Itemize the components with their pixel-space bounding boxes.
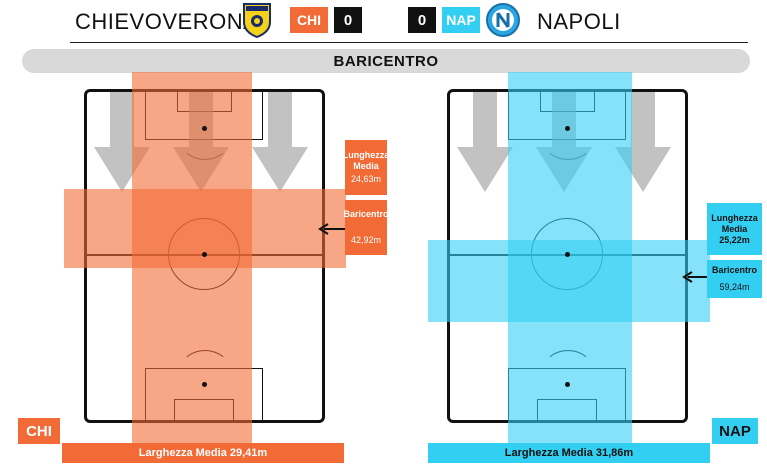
home-center-spot — [202, 252, 207, 257]
home-baricentro-value: 42,92m — [350, 234, 382, 245]
napoli-crest-icon — [485, 2, 521, 38]
home-length-label: Lunghezza Media — [342, 150, 390, 171]
home-baricentro-label: Baricentro — [343, 209, 389, 220]
section-title: BARICENTRO — [22, 49, 750, 73]
header-divider — [70, 42, 748, 43]
away-center-spot — [565, 252, 570, 257]
away-bottom-spot — [565, 382, 570, 387]
home-width-label: Larghezza Media 29,41m — [62, 443, 344, 463]
home-length-box: Lunghezza Media 24,63m — [342, 140, 390, 195]
away-side-code: NAP — [712, 418, 758, 444]
away-baricentro-value: 59,24m — [719, 282, 750, 292]
away-baricentro-box: Baricentro 59,24m — [707, 260, 762, 298]
chievo-crest-icon — [242, 2, 272, 39]
home-side-code: CHI — [18, 418, 60, 444]
away-code-badge: NAP — [442, 7, 480, 33]
home-score: 0 — [334, 7, 362, 33]
away-length-label: Lunghezza Media 25,22m — [711, 212, 758, 245]
home-code-badge: CHI — [290, 7, 328, 33]
home-length-value: 24,63m — [350, 174, 382, 184]
away-width-label: Larghezza Media 31,86m — [428, 443, 710, 463]
away-top-spot — [565, 126, 570, 131]
home-pitch-panel: Lunghezza Media 24,63m Baricentro 42,92m… — [18, 72, 390, 463]
away-team-name: NAPOLI — [537, 9, 621, 34]
home-top-spot — [202, 126, 207, 131]
away-baricentro-label: Baricentro — [711, 265, 757, 275]
home-baricentro-box: Baricentro 42,92m — [343, 200, 389, 255]
away-length-box: Lunghezza Media 25,22m — [707, 203, 762, 255]
home-team-name: CHIEVOVERONA — [75, 9, 259, 34]
home-bottom-spot — [202, 382, 207, 387]
away-score: 0 — [408, 7, 436, 33]
